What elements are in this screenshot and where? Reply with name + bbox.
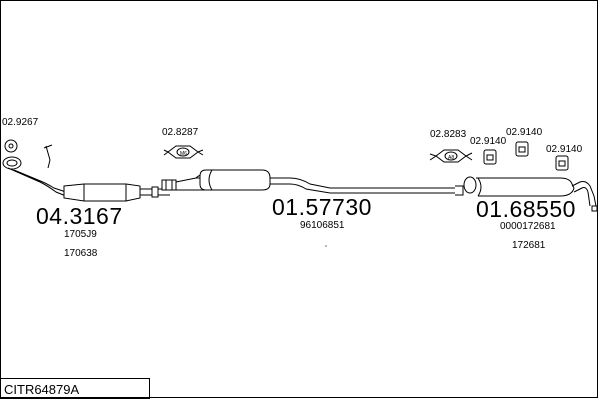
rear-ref-1: 0000172681	[500, 221, 556, 232]
catalyst-ref-2: 170638	[64, 248, 98, 259]
front-center-joint	[161, 179, 177, 191]
front-pipe	[7, 167, 67, 197]
hanger-icon-3	[555, 155, 569, 171]
svg-text:A8: A8	[448, 155, 454, 161]
hanger-icon-2	[515, 141, 529, 157]
oxygen-sensor-icon	[43, 144, 53, 169]
center-ref-1: 96106851	[300, 220, 345, 231]
part-number-center: 01.57730	[272, 194, 372, 220]
part-number-hanger-2: 02.9140	[506, 127, 543, 138]
gasket-icon: M6	[163, 145, 204, 159]
diagram-code-label: CITR64879A	[0, 378, 150, 399]
part-number-catalyst: 04.3167	[36, 203, 123, 229]
catalyst-ref-1: 1705J9	[64, 229, 97, 240]
front-flange-icon	[2, 156, 22, 170]
part-number-hanger-1: 02.9140	[470, 136, 507, 147]
gasket-icon-rear: A8	[429, 149, 473, 163]
hanger-icon-1	[483, 149, 497, 165]
dot-mark	[325, 245, 327, 247]
catalyst	[63, 183, 159, 202]
rear-silencer	[455, 176, 598, 212]
part-number-hanger-3: 02.9140	[546, 144, 583, 155]
svg-text:M6: M6	[180, 151, 187, 157]
part-number-gasket-front: 02.8287	[162, 127, 199, 138]
part-number-rear: 01.68550	[476, 196, 576, 222]
center-silencer	[175, 169, 455, 194]
rear-ref-2: 172681	[512, 240, 546, 251]
part-number-clamp: 02.9267	[2, 117, 39, 128]
part-number-gasket-rear: 02.8283	[430, 129, 467, 140]
clamp-icon	[4, 139, 18, 153]
